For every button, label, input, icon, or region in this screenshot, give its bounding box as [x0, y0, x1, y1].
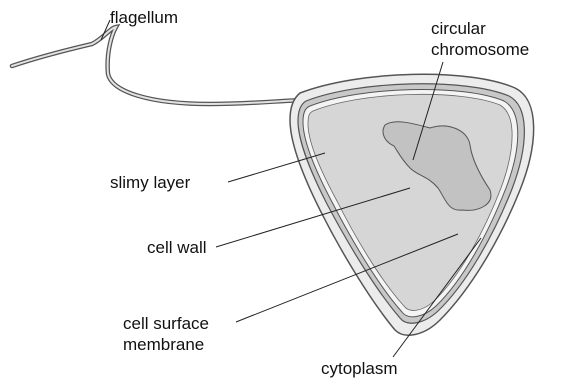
label-cell-wall: cell wall: [147, 237, 207, 258]
label-cytoplasm: cytoplasm: [321, 358, 398, 379]
label-membrane-line2: membrane: [123, 334, 209, 355]
label-membrane-line1: cell surface: [123, 313, 209, 334]
flagellum: [12, 27, 315, 105]
label-flagellum: flagellum: [110, 7, 178, 28]
label-circular-chromosome: circular chromosome: [431, 18, 529, 60]
label-cell-surface-membrane: cell surface membrane: [123, 313, 209, 355]
label-chromosome-line1: circular: [431, 18, 529, 39]
label-chromosome-line2: chromosome: [431, 39, 529, 60]
label-slimy-layer: slimy layer: [110, 172, 190, 193]
